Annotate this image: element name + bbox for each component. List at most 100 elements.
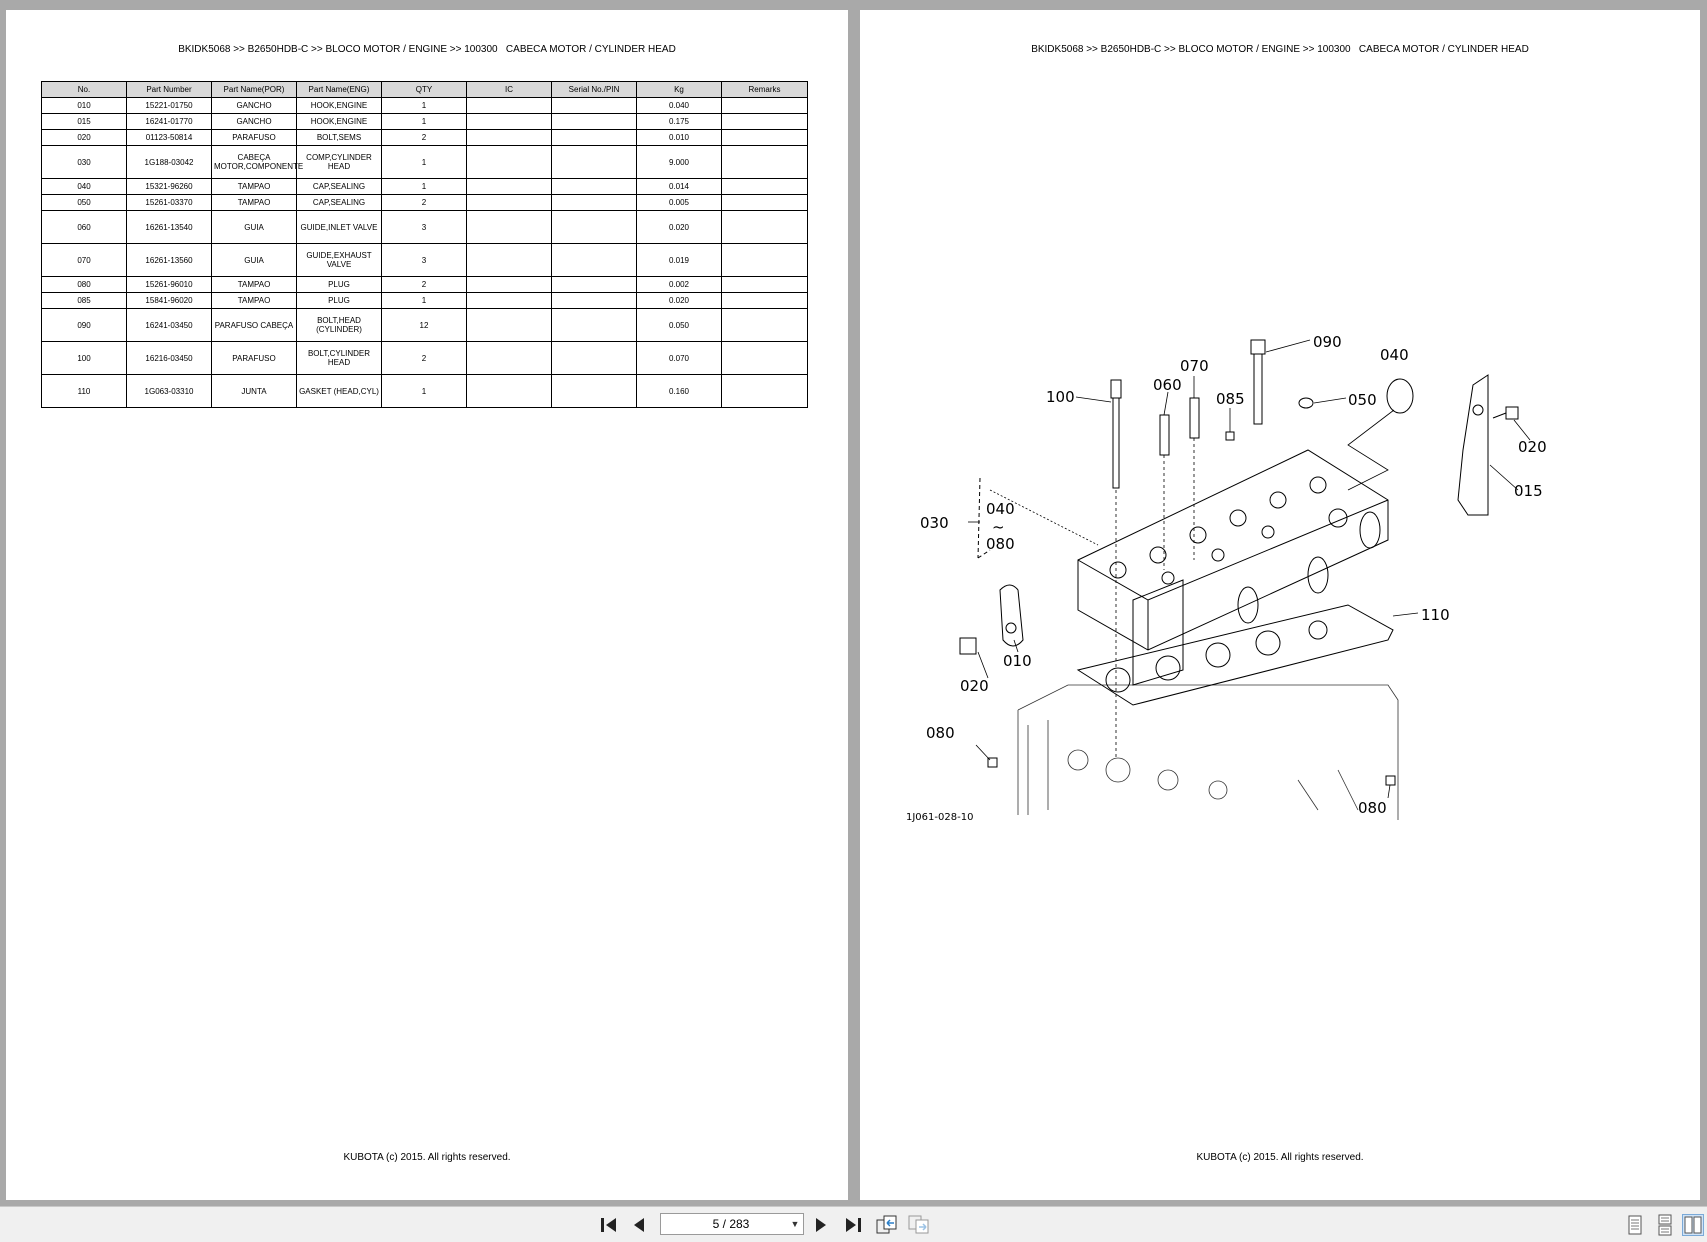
- table-cell-ic: [466, 276, 552, 293]
- table-cell-part: 15221-01750: [126, 97, 212, 114]
- table-cell-por: TAMPAO: [211, 276, 297, 293]
- table-cell-part: 16216-03450: [126, 341, 212, 375]
- table-cell-qty: 1: [381, 374, 467, 408]
- right-page: BKIDK5068 >> B2650HDB-C >> BLOCO MOTOR /…: [860, 10, 1700, 1200]
- table-cell-no: 110: [41, 374, 127, 408]
- diagram-code: 1J061-028-10: [906, 812, 973, 823]
- table-cell-por: TAMPAO: [211, 292, 297, 309]
- leader-lines: [968, 339, 1531, 799]
- table-cell-qty: 3: [381, 243, 467, 277]
- two-page-view-button[interactable]: [1682, 1214, 1704, 1236]
- table-cell-part: 1G188-03042: [126, 145, 212, 179]
- table-cell-eng: BOLT,HEAD (CYLINDER): [296, 308, 382, 342]
- table-cell-remarks: [721, 341, 808, 375]
- left-page: BKIDK5068 >> B2650HDB-C >> BLOCO MOTOR /…: [6, 10, 848, 1200]
- first-page-button[interactable]: [598, 1214, 620, 1236]
- table-cell-serial: [551, 178, 637, 195]
- next-page-button[interactable]: [810, 1214, 832, 1236]
- page-number-selector[interactable]: 5 / 283 ▼: [660, 1213, 804, 1235]
- table-cell-eng: HOOK,ENGINE: [296, 113, 382, 130]
- table-cell-remarks: [721, 178, 808, 195]
- table-cell-remarks: [721, 292, 808, 309]
- table-cell-part: 15841-96020: [126, 292, 212, 309]
- table-cell-serial: [551, 243, 637, 277]
- table-cell-kg: 0.175: [636, 113, 722, 130]
- table-cell-kg: 0.020: [636, 292, 722, 309]
- column-header: Part Name(POR): [211, 81, 297, 98]
- callout-020-right: 020: [1518, 438, 1547, 456]
- table-cell-serial: [551, 292, 637, 309]
- engine-block-outline: [1017, 684, 1399, 820]
- table-cell-por: CABEÇA MOTOR,COMPONENTE: [211, 145, 303, 179]
- table-cell-serial: [551, 145, 637, 179]
- callout-010: 010: [1003, 652, 1032, 670]
- table-cell-no: 050: [41, 194, 127, 211]
- table-cell-ic: [466, 97, 552, 114]
- viewer-toolbar: 5 / 283 ▼: [0, 1206, 1707, 1242]
- back-view-icon: [876, 1215, 897, 1234]
- table-cell-qty: 3: [381, 210, 467, 244]
- column-header: Remarks: [721, 81, 808, 98]
- table-cell-serial: [551, 308, 637, 342]
- previous-page-icon: [634, 1218, 644, 1232]
- table-cell-ic: [466, 210, 552, 244]
- table-cell-eng: PLUG: [296, 276, 382, 293]
- continuous-view-button[interactable]: [1654, 1214, 1676, 1236]
- table-cell-ic: [466, 194, 552, 211]
- callout-050: 050: [1348, 391, 1377, 409]
- table-cell-eng: GASKET (HEAD,CYL): [296, 374, 382, 408]
- single-page-view-button[interactable]: [1624, 1214, 1646, 1236]
- page-indicator: 5 / 283: [712, 1217, 750, 1231]
- table-cell-serial: [551, 97, 637, 114]
- table-cell-no: 030: [41, 145, 127, 179]
- table-cell-por: TAMPAO: [211, 194, 297, 211]
- table-cell-remarks: [721, 97, 808, 114]
- callout-080-left: 080: [926, 724, 955, 742]
- table-cell-part: 01123-50814: [126, 129, 212, 146]
- table-cell-remarks: [721, 308, 808, 342]
- go-back-view-button[interactable]: [876, 1214, 898, 1236]
- column-header: Part Number: [126, 81, 212, 98]
- table-cell-no: 070: [41, 243, 127, 277]
- table-cell-ic: [466, 178, 552, 195]
- last-page-button[interactable]: [842, 1214, 864, 1236]
- table-cell-por: GUIA: [211, 243, 297, 277]
- gasket-110: [1076, 604, 1394, 706]
- table-cell-remarks: [721, 194, 808, 211]
- table-cell-serial: [551, 341, 637, 375]
- cylinder-head-030: [1077, 449, 1389, 686]
- callout-080-right: 080: [1358, 799, 1387, 817]
- table-cell-kg: 0.040: [636, 97, 722, 114]
- column-header: Part Name(ENG): [296, 81, 382, 98]
- callout-040: 040: [1380, 346, 1409, 364]
- table-cell-ic: [466, 243, 552, 277]
- table-cell-eng: HOOK,ENGINE: [296, 97, 382, 114]
- callout-040-group: 040: [986, 500, 1015, 518]
- table-cell-eng: BOLT,CYLINDER HEAD: [296, 341, 382, 375]
- chevron-down-icon[interactable]: ▼: [790, 1219, 800, 1229]
- table-cell-qty: 2: [381, 194, 467, 211]
- table-cell-part: 16241-01770: [126, 113, 212, 130]
- table-cell-qty: 12: [381, 308, 467, 342]
- table-cell-ic: [466, 341, 552, 375]
- table-cell-por: JUNTA: [211, 374, 297, 408]
- callout-060: 060: [1153, 376, 1182, 394]
- page-header-left: BKIDK5068 >> B2650HDB-C >> BLOCO MOTOR /…: [178, 44, 676, 55]
- table-cell-kg: 0.070: [636, 341, 722, 375]
- first-page-icon: [601, 1218, 616, 1232]
- table-cell-no: 020: [41, 129, 127, 146]
- table-cell-por: PARAFUSO: [211, 341, 297, 375]
- previous-page-button[interactable]: [628, 1214, 650, 1236]
- single-page-icon: [1628, 1215, 1642, 1235]
- table-cell-qty: 2: [381, 276, 467, 293]
- table-cell-eng: CAP,SEALING: [296, 194, 382, 211]
- callout-030: 030: [920, 514, 949, 532]
- go-forward-view-button[interactable]: [908, 1214, 930, 1236]
- forward-view-icon: [908, 1215, 929, 1234]
- table-cell-serial: [551, 194, 637, 211]
